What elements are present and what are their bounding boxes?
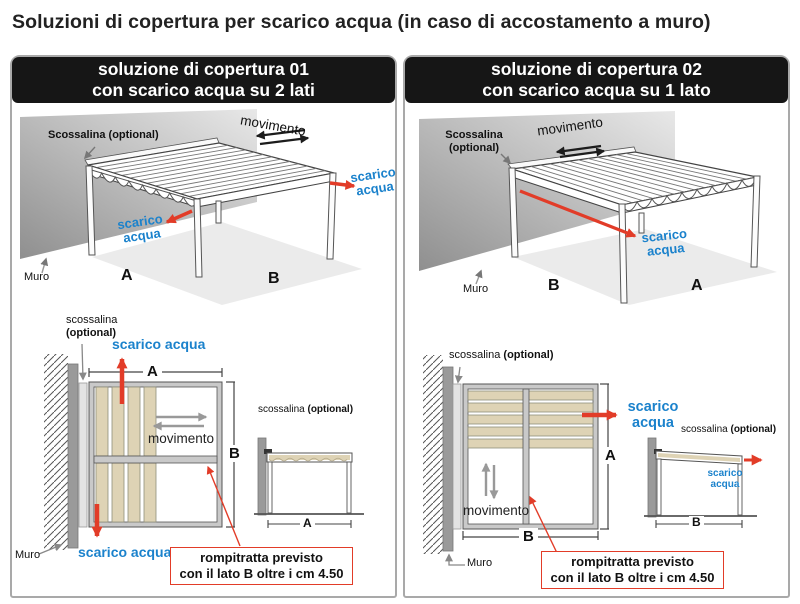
movimento-arrows	[255, 128, 310, 146]
movimento-arrows	[555, 144, 606, 159]
fabric-scallops	[86, 168, 198, 207]
panel-solution-01: soluzione di copertura 01 con scarico ac…	[10, 55, 397, 598]
side-section-view	[254, 437, 364, 528]
muro-leader-arrow	[38, 543, 63, 555]
pergola-posts	[85, 165, 337, 278]
pergola-posts	[508, 167, 761, 304]
side-wall-bar	[257, 437, 267, 516]
scossalina-label: scossalina (optional)	[449, 349, 554, 361]
muro-label: Muro	[463, 283, 489, 295]
side-wall-bar	[647, 437, 657, 518]
page-title: Soluzioni di copertura per scarico acqua…	[12, 11, 711, 33]
scarico-arrow-right	[329, 179, 356, 190]
side-post-right	[737, 463, 743, 516]
dimension-b-label: B	[519, 528, 538, 546]
scossalina-strip	[78, 382, 88, 528]
plan-view-01: scossalina(optional) scarico acqua movim…	[12, 307, 395, 596]
scarico-acqua-label-bottom: scarico acqua	[78, 544, 172, 560]
pergola-roof	[84, 137, 335, 208]
scarico-acqua-label-top: scarico acqua	[112, 336, 206, 352]
movimento-arrows	[152, 412, 208, 431]
scossalina-label: Scossalina (optional)	[445, 129, 503, 154]
wall-hatch	[423, 355, 443, 554]
side-scossalina-label: scossalina (optional)	[681, 424, 777, 435]
side-fabric-wave	[268, 457, 348, 462]
panel-01-header-line2: con scarico acqua su 2 lati	[92, 80, 315, 100]
floor-shadow	[92, 222, 362, 305]
movimento-arrows	[481, 462, 499, 500]
side-b-letter: B	[548, 277, 560, 294]
panel-solution-02: soluzione di copertura 02 con scarico ac…	[403, 55, 790, 598]
scossalina-leader-arrow	[78, 343, 87, 381]
muro-label: Muro	[467, 557, 493, 569]
muro-label: Muro	[15, 549, 41, 561]
scossalina-strip	[452, 383, 462, 530]
rompitratta-note: rompitratta previsto con il lato B oltre…	[541, 551, 724, 589]
side-scossalina-label: scossalina (optional)	[258, 404, 354, 415]
slat-stripes	[95, 386, 157, 523]
panel-02-header: soluzione di copertura 02 con scarico ac…	[405, 57, 788, 103]
movimento-label: movimento	[463, 503, 530, 518]
movimento-label: movimento	[148, 431, 215, 446]
muro-leader-arrow	[474, 269, 483, 285]
rompitratta-bar	[522, 388, 530, 525]
side-b-letter: B	[268, 270, 280, 287]
side-dimension-a-label: A	[300, 516, 315, 531]
perspective-drawing-01	[20, 109, 362, 305]
scossalina-leader-arrow	[454, 366, 463, 384]
panel-02-header-line1: soluzione di copertura 02	[490, 59, 703, 79]
plan-drawing-02	[423, 355, 763, 566]
dimension-b-label: B	[225, 445, 244, 463]
side-a-letter: A	[121, 267, 133, 284]
muro-leader-arrow	[40, 257, 49, 274]
rompitratta-note: rompitratta previsto con il lato B oltre…	[170, 547, 353, 585]
muro-label: Muro	[24, 271, 50, 283]
side-dimension-b-label: B	[689, 515, 704, 530]
side-scossalina-block	[264, 449, 272, 454]
roof-slats	[96, 144, 326, 197]
panel-01-header-line1: soluzione di copertura 01	[97, 59, 310, 79]
side-post-left	[267, 461, 273, 514]
side-fabric	[658, 453, 740, 462]
perspective-drawing-02	[419, 111, 777, 305]
roof-slats	[521, 152, 747, 204]
side-post-right	[346, 461, 352, 514]
fabric-scallops	[621, 176, 758, 212]
pergola-roof	[507, 146, 758, 214]
dimension-a-label: A	[601, 447, 620, 465]
side-a-letter: A	[691, 277, 703, 294]
muro-leader-arrow	[445, 553, 465, 566]
slat-stripes	[467, 390, 594, 449]
scossalina-leader-arrow	[83, 146, 96, 160]
wall-bar	[67, 363, 79, 549]
scossalina-label: Scossalina (optional)	[48, 129, 159, 141]
panel-02-header-line2: con scarico acqua su 1 lato	[482, 80, 711, 100]
wall-bar	[442, 366, 454, 552]
dimension-a-label: A	[143, 363, 162, 381]
scarico-arrow	[519, 189, 637, 238]
scossalina-label: scossalina(optional)	[66, 314, 118, 339]
rompitratta-leader-arrow	[529, 495, 558, 554]
side-post-left	[656, 458, 662, 516]
floor-shadow	[513, 229, 777, 305]
rompitratta-leader-arrow	[206, 465, 241, 547]
scarico-arrow-front	[165, 209, 193, 224]
rompitratta-bar	[93, 455, 218, 464]
plan-drawing-01	[38, 343, 364, 555]
scossalina-leader-arrow	[500, 153, 512, 165]
side-fabric	[269, 455, 350, 460]
wall-hatch	[44, 354, 68, 550]
panel-01-header: soluzione di copertura 01 con scarico ac…	[12, 57, 395, 103]
